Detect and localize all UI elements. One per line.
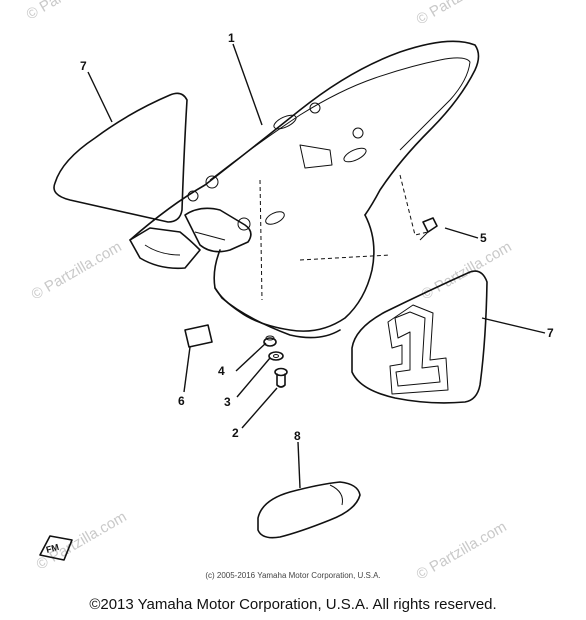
damper-part [263,335,277,347]
watermark: © Partzilla.com [29,238,125,303]
pad-part [184,324,213,348]
callout-screw: 2 [232,426,239,440]
emblem-logo: FM [39,535,73,561]
callout-labels: 1 7 5 7 4 3 6 2 8 [80,31,554,443]
bolt-part [419,217,438,241]
callout-number-plate-left: 7 [80,59,87,73]
washer-part [268,351,284,361]
callout-washer: 3 [224,395,231,409]
number-plate-right: 1 [351,270,488,404]
watermark: © Partzilla.com [414,0,510,28]
callout-seat: 1 [228,31,235,45]
leader-lines [87,43,546,489]
source-credit: (c) 2005-2016 Yamaha Motor Corporation, … [205,571,381,580]
number-plate-left [53,92,188,223]
watermark: © Partzilla.com [419,238,515,303]
callout-tool-bag: 8 [294,429,301,443]
callout-bolt: 5 [480,231,487,245]
copyright-line: ©2013 Yamaha Motor Corporation, U.S.A. A… [89,596,497,613]
watermark-layer: © Partzilla.com © Partzilla.com © Partzi… [24,0,515,583]
seat-fender-assembly [129,40,480,339]
callout-pad: 6 [178,394,185,408]
emblem-text: FM [45,542,60,555]
screw-part [274,367,288,388]
watermark: © Partzilla.com [24,0,120,23]
callout-number-plate-right: 7 [547,326,554,340]
tool-bag-part [257,481,361,539]
callout-damper: 4 [218,364,225,378]
